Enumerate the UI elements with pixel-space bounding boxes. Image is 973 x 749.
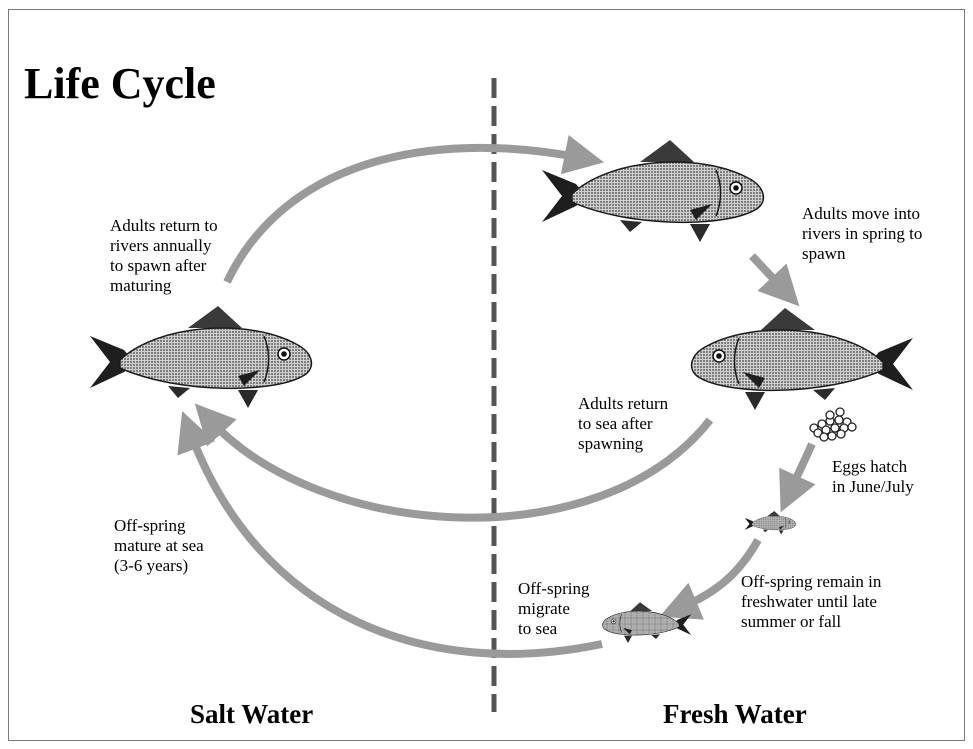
arrow-eggs-hatch [790, 444, 812, 492]
page-title: Life Cycle [24, 58, 216, 110]
small-fish-icon [745, 511, 796, 534]
region-label-fresh-water: Fresh Water [663, 698, 807, 730]
arrow-to-rivers [227, 148, 582, 282]
label-adults-return-rivers: Adults return to rivers annually to spaw… [110, 216, 218, 296]
label-adults-return-sea: Adults return to sea after spawning [578, 394, 668, 454]
label-adults-move-into-rivers: Adults move into rivers in spring to spa… [802, 204, 922, 264]
region-label-salt-water: Salt Water [190, 698, 313, 730]
eggs-icon [810, 408, 856, 441]
label-offspring-migrate: Off-spring migrate to sea [518, 579, 589, 639]
fish-icon [692, 308, 913, 410]
small-fish-icon [603, 602, 692, 643]
label-eggs-hatch: Eggs hatch in June/July [832, 457, 914, 497]
label-offspring-remain: Off-spring remain in freshwater until la… [741, 572, 881, 632]
arrow-move-into-rivers [752, 256, 784, 290]
label-offspring-mature: Off-spring mature at sea (3-6 years) [114, 516, 204, 576]
fish-icon [90, 306, 311, 408]
